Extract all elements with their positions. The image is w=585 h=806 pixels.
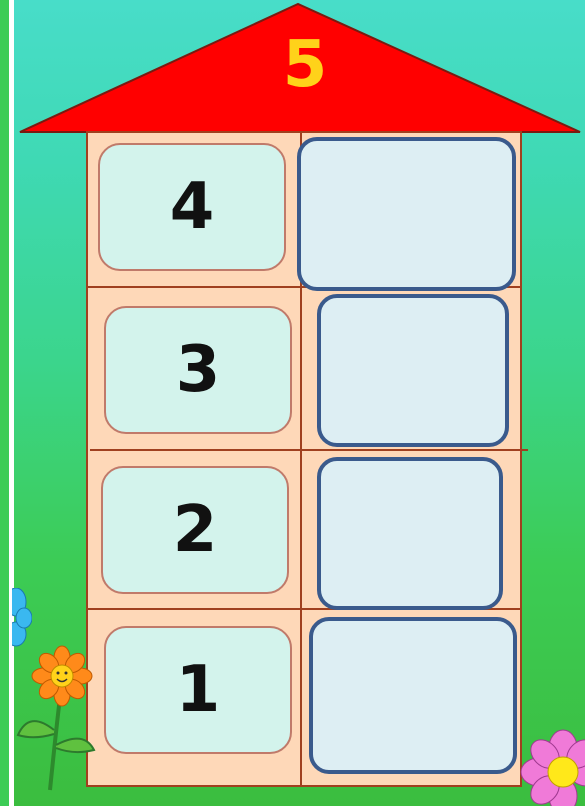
blue-flower-icon: [12, 588, 32, 648]
answer-box-1[interactable]: [297, 137, 516, 291]
row-divider-2: [90, 449, 528, 451]
answer-box-2[interactable]: [317, 294, 509, 447]
left-cell-2: 3: [104, 306, 292, 434]
smiley-orange-flower-icon: [14, 640, 104, 800]
answer-box-3[interactable]: [317, 457, 503, 610]
pink-flower-icon: [505, 722, 585, 806]
left-cell-3: 2: [101, 466, 289, 594]
left-cell-4: 1: [104, 626, 292, 754]
roof-number: 5: [270, 30, 340, 100]
answer-box-4[interactable]: [309, 617, 517, 774]
left-cell-1: 4: [98, 143, 286, 271]
